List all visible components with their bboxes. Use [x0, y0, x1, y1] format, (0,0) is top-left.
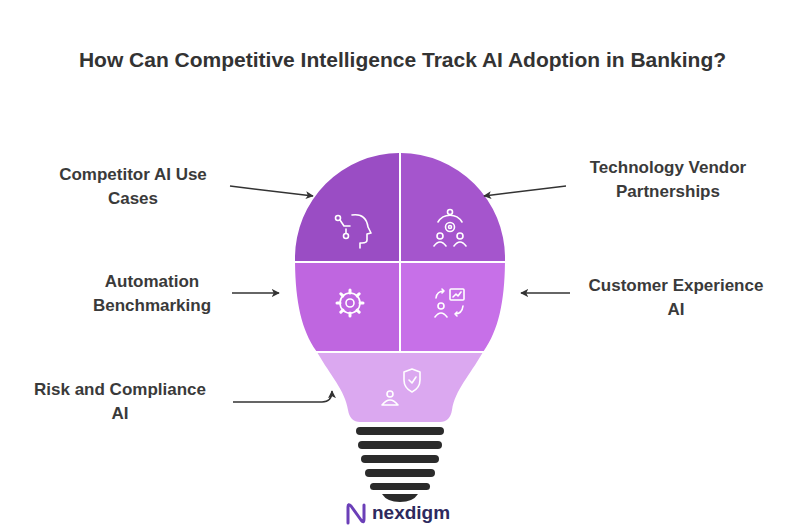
segment-label: Automation Benchmarking [82, 270, 222, 318]
circuit-node [344, 234, 349, 239]
gear-ring [340, 293, 360, 313]
screw-band [358, 441, 442, 449]
segment-fill [401, 263, 505, 351]
cx-segment: Customer Experience AI [401, 263, 510, 351]
screw-band [370, 483, 430, 490]
risk-segment: Risk and Compliance AI [300, 353, 500, 425]
segment-fill [295, 153, 399, 261]
person-body [435, 313, 447, 317]
cycle-arrow [436, 289, 444, 298]
segment-shape [290, 263, 399, 351]
risk-shield-icon [382, 369, 420, 405]
person-body [434, 242, 446, 246]
leader-arrow [484, 186, 566, 196]
segment-label: Risk and Compliance AI [28, 378, 213, 426]
gear-icon [337, 290, 363, 316]
vendor-people-icon [434, 210, 466, 247]
segment-label: Technology Vendor Partnerships [576, 156, 761, 204]
person-body [454, 242, 466, 246]
screw-band [356, 427, 444, 435]
person-head [438, 303, 444, 309]
diagram-title: How Can Competitive Intelligence Track A… [0, 48, 805, 72]
head-outline [352, 215, 371, 248]
person-head [387, 391, 393, 397]
person-head [457, 233, 463, 239]
segment-shape [290, 148, 399, 261]
automation-segment: Automation Benchmarking [290, 263, 399, 351]
leader-arrow [230, 186, 313, 196]
leader-arrows [230, 186, 570, 402]
person-head [448, 210, 453, 215]
leader-arrow [232, 292, 279, 294]
chart-screen [450, 289, 464, 300]
segment-fill [300, 353, 500, 422]
gear-center [449, 226, 452, 229]
screw-tip [382, 494, 418, 502]
segment-shape [401, 148, 510, 261]
segment-shape [401, 263, 510, 351]
person-body [382, 400, 398, 405]
screw-band [365, 469, 435, 477]
segment-fill [295, 263, 399, 351]
segment-label: Competitor AI Use Cases [51, 163, 216, 211]
vendor-segment: Technology Vendor Partnerships [401, 148, 510, 261]
segment-shape [300, 353, 500, 425]
ai-use-case-segment: Competitor AI Use Cases [290, 148, 399, 261]
circuit-wire [340, 220, 350, 233]
gear-teeth [337, 290, 363, 316]
customer-chart-icon [435, 289, 464, 317]
logo-mark [348, 505, 364, 523]
bulb-screw-base [356, 427, 444, 502]
ai-head-icon [336, 215, 372, 248]
gear-center [346, 299, 354, 307]
circuit-node [336, 216, 341, 221]
segment-label: Customer Experience AI [581, 274, 771, 322]
screw-band [361, 455, 439, 463]
ring-arc [438, 215, 462, 222]
chart-line [453, 292, 461, 297]
bulb-icons [336, 210, 467, 406]
shield [404, 369, 420, 392]
brand-logo-text: nexdigm [372, 502, 450, 524]
person-head [437, 233, 443, 239]
leader-arrow [233, 391, 332, 402]
leader-arrow [521, 292, 570, 294]
shield-check [409, 377, 416, 383]
cycle-arrow [455, 306, 463, 316]
segment-fill [401, 153, 505, 261]
gear-hub [446, 223, 455, 232]
